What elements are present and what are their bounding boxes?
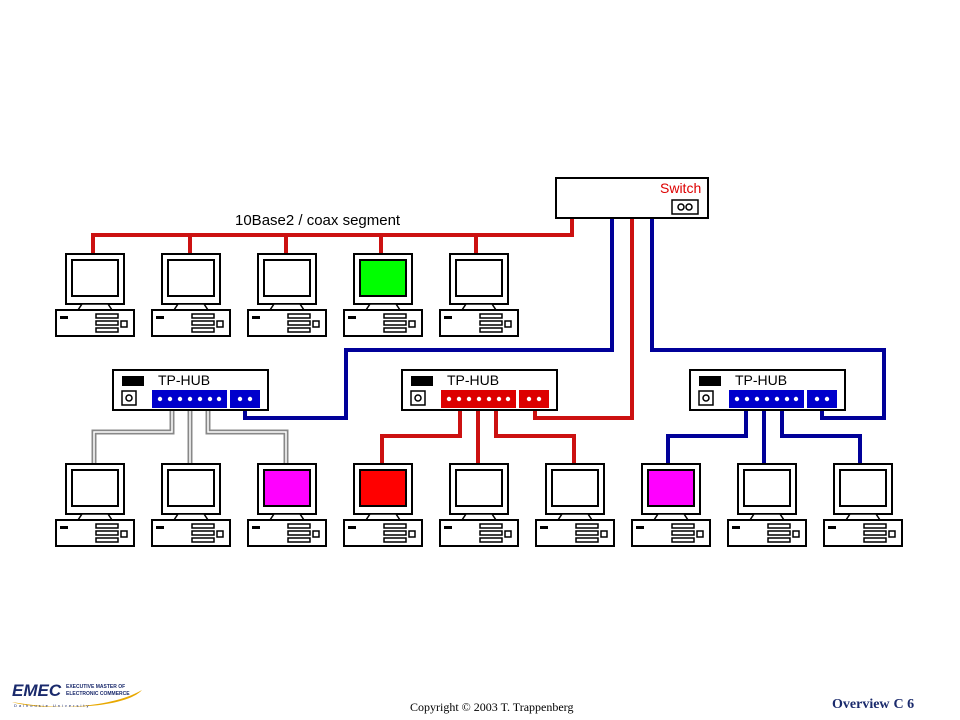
hub-3-label: TP-HUB: [735, 372, 787, 388]
computer-bottom-1: [55, 463, 135, 547]
copyright-text: Copyright © 2003 T. Trappenberg: [410, 700, 574, 714]
computer-bottom-5: [439, 463, 519, 547]
computer-bottom-9: [823, 463, 903, 547]
computers-top-row: [55, 253, 519, 337]
computer-top-3: [247, 253, 327, 337]
computer-bottom-8: [727, 463, 807, 547]
section-label: Overview: [832, 697, 890, 712]
computer-bottom-7: [631, 463, 711, 547]
logo-text: EMEC: [12, 681, 62, 700]
tp-hub-1: TP-HUB: [112, 369, 269, 411]
switch-device: Switch: [555, 177, 709, 219]
computer-top-5: [439, 253, 519, 337]
hub1-gray-cables-inner: [93, 410, 287, 464]
hub-1-label: TP-HUB: [158, 372, 210, 388]
logo-subtitle-2: ELECTRONIC COMMERCE: [66, 691, 130, 697]
hub2-red-cables: [380, 410, 576, 464]
hub-2-label: TP-HUB: [447, 372, 499, 388]
tp-hub-2: TP-HUB: [401, 369, 558, 411]
coax-segment-label: 10Base2 / coax segment: [235, 212, 401, 229]
logo-subtitle-1: EXECUTIVE MASTER OF: [66, 684, 125, 690]
emec-logo: EMEC EXECUTIVE MASTER OF ELECTRONIC COMM…: [12, 681, 142, 708]
computer-top-4: [343, 253, 423, 337]
page-label: C 6: [893, 697, 915, 712]
logo-university: Dalhousie University: [14, 703, 90, 708]
hub3-blue-cables: [666, 410, 862, 464]
computer-bottom-2: [151, 463, 231, 547]
computer-bottom-4: [343, 463, 423, 547]
switch-port-icon: [671, 199, 699, 215]
computer-top-1: [55, 253, 135, 337]
tp-hub-3: TP-HUB: [689, 369, 846, 411]
computer-bottom-6: [535, 463, 615, 547]
switch-label: Switch: [660, 180, 701, 196]
computers-bottom-row: [55, 463, 903, 547]
computer-bottom-3: [247, 463, 327, 547]
computer-top-2: [151, 253, 231, 337]
